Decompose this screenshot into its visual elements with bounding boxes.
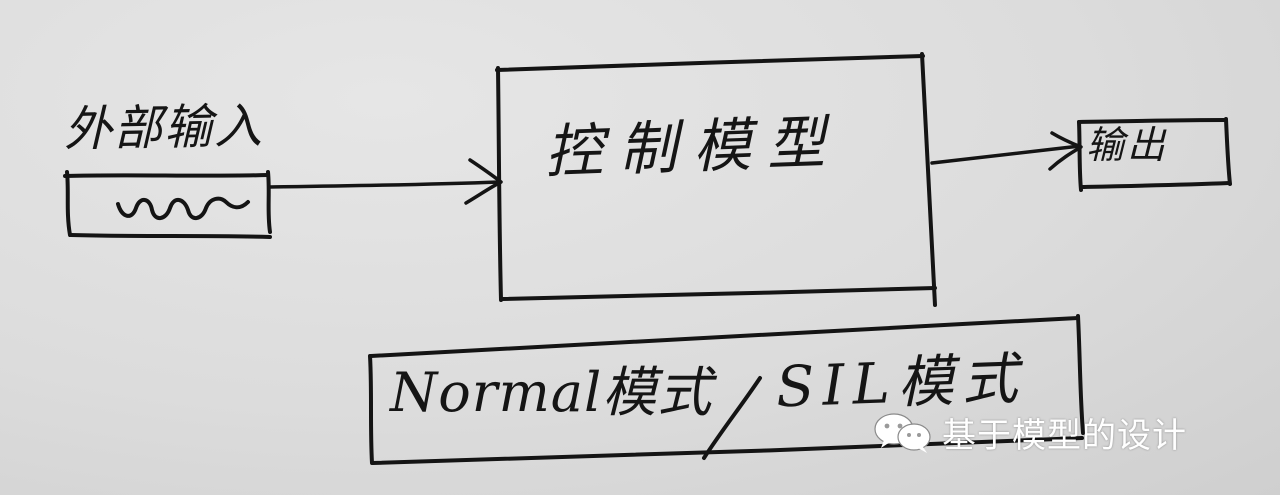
watermark: 基于模型的设计	[872, 410, 1187, 456]
wechat-icon	[874, 413, 931, 453]
arrow-model-to-output	[930, 131, 1083, 171]
normal-mode-label: Normal模式	[390, 361, 713, 424]
mode-separator-slash	[702, 376, 762, 460]
arrow-input-to-model	[268, 158, 503, 205]
external-input-label: 外部输入	[63, 98, 265, 158]
control-model-box	[495, 52, 937, 307]
input-box	[63, 170, 272, 239]
output-box	[1077, 117, 1232, 192]
mode-box	[368, 314, 1085, 465]
control-model-label: 控制模型	[543, 107, 843, 187]
watermark-text: 基于模型的设计	[942, 415, 1187, 456]
input-signal-wave	[116, 196, 250, 220]
output-label: 输出	[1086, 123, 1169, 167]
